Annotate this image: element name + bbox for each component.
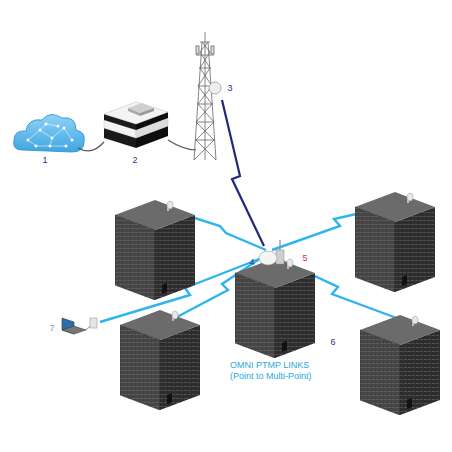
omni-antenna	[259, 240, 284, 265]
callout-number: 7	[49, 323, 54, 334]
callout-number: 1	[42, 155, 47, 166]
building	[360, 315, 440, 415]
callout-number: 6	[330, 337, 335, 348]
backhaul-link	[222, 100, 264, 246]
network-cable	[168, 140, 196, 150]
building	[115, 200, 195, 300]
router-device	[104, 102, 168, 148]
callout-number: 2	[132, 155, 137, 166]
radio-tower	[194, 32, 221, 160]
network-cable	[78, 142, 104, 151]
callout-number: 4	[249, 257, 254, 268]
cloud-icon	[14, 114, 85, 152]
caption-note: OMNI PTMP LINKS (Point to Multi-Point)	[230, 360, 332, 382]
building	[235, 258, 315, 358]
callout-number: 5	[302, 253, 307, 264]
callout-number: 3	[227, 83, 232, 94]
building	[355, 192, 435, 292]
laptop-client	[62, 318, 97, 334]
building	[120, 310, 200, 410]
